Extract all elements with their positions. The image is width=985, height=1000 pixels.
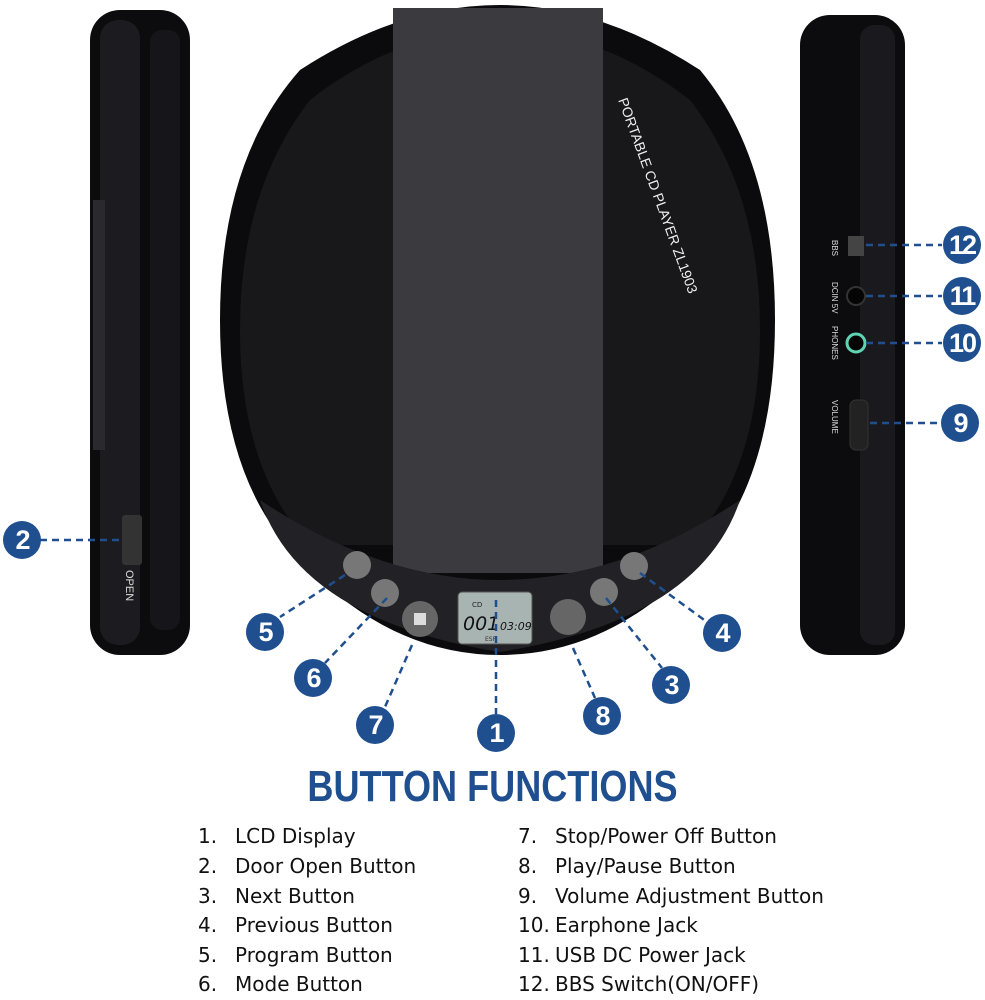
function-item: 11.USB DC Power Jack (518, 943, 746, 967)
callout-1: 1 (477, 714, 515, 752)
svg-text:DCIN 5V: DCIN 5V (830, 282, 839, 314)
callout-2: 2 (3, 521, 41, 559)
svg-text:03:09: 03:09 (500, 620, 532, 633)
open-label: OPEN (123, 570, 135, 601)
leader-lines (40, 243, 942, 714)
function-item: 5.Program Button (198, 943, 393, 967)
svg-text:PHONES: PHONES (830, 326, 839, 360)
callout-3: 3 (652, 666, 690, 704)
function-item: 3.Next Button (198, 884, 355, 908)
function-item: 9.Volume Adjustment Button (518, 884, 824, 908)
callout-9: 9 (941, 404, 979, 442)
dc-jack (846, 286, 866, 306)
svg-text:001: 001 (463, 613, 499, 635)
callout-6: 6 (294, 659, 332, 697)
program-button (343, 551, 371, 579)
play-pause-button (550, 599, 586, 635)
function-item: 6.Mode Button (198, 972, 363, 996)
svg-text:CD: CD (472, 601, 482, 609)
earphone-jack (845, 332, 867, 354)
mode-button (371, 579, 399, 607)
door-open-switch (122, 515, 142, 565)
next-button (590, 578, 618, 606)
callout-4: 4 (703, 614, 741, 652)
function-item: 7.Stop/Power Off Button (518, 824, 777, 848)
svg-text:ESP: ESP (485, 636, 497, 643)
function-item: 10.Earphone Jack (518, 913, 698, 937)
svg-text:VOLUME: VOLUME (830, 400, 839, 434)
section-title: BUTTON FUNCTIONS (307, 762, 678, 811)
callout-7: 7 (356, 706, 394, 744)
callout-12: 12 (943, 226, 981, 264)
callout-5: 5 (246, 613, 284, 651)
callout-11: 11 (943, 277, 981, 315)
svg-text:BBS: BBS (830, 240, 839, 256)
function-item: 12.BBS Switch(ON/OFF) (518, 972, 760, 996)
top-view: PORTABLE CD PLAYER ZL1903 CD 001 03:09 E… (220, 5, 775, 655)
function-item: 1.LCD Display (198, 824, 356, 848)
right-side-view: BBS DCIN 5V PHONES VOLUME (800, 15, 905, 655)
left-side-view: OPEN (90, 10, 190, 655)
volume-wheel (849, 399, 869, 451)
bbs-switch (848, 236, 864, 256)
function-item: 4.Previous Button (198, 913, 393, 937)
function-item: 2.Door Open Button (198, 854, 417, 878)
callout-8: 8 (583, 697, 621, 735)
function-item: 8.Play/Pause Button (518, 854, 736, 878)
callout-10: 10 (943, 324, 981, 362)
lid-panel (393, 8, 603, 573)
